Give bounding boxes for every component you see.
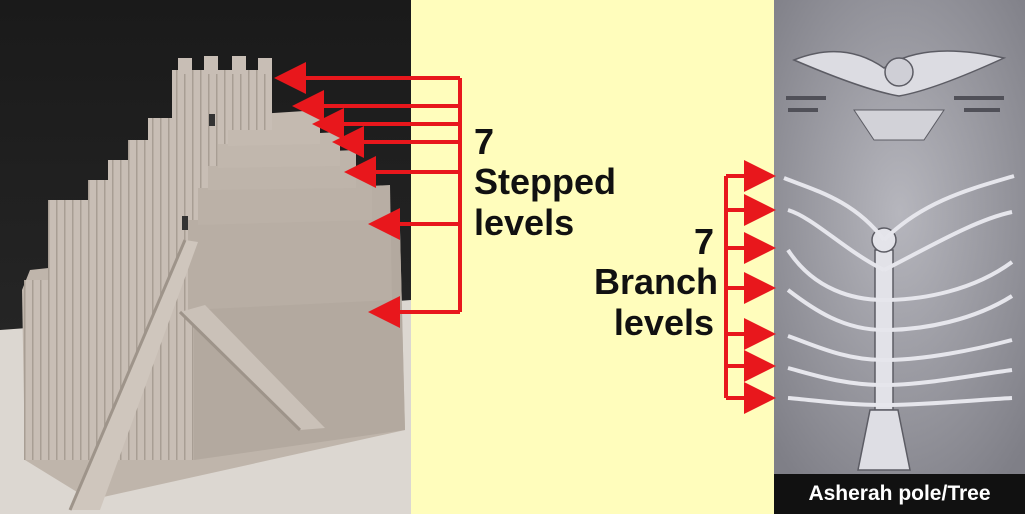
tree-relief-photo (774, 0, 1025, 514)
branch-line2: levels (613, 301, 714, 343)
branch-line1: Branch (594, 261, 719, 303)
stepped-line1: Stepped (474, 161, 617, 203)
branch-count: 7 (693, 221, 714, 262)
stepped-levels-label: 7 Stepped levels (474, 121, 617, 243)
branch-levels-label: 7 Branch levels (594, 221, 719, 343)
stepped-count: 7 (474, 121, 495, 162)
temple-photo (0, 0, 411, 514)
tree-caption: Asherah pole/Tree (774, 474, 1025, 514)
stepped-line2: levels (474, 201, 575, 243)
